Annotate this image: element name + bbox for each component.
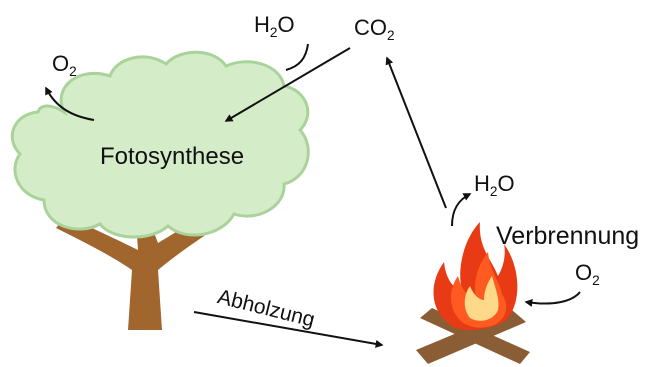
arrow-water-release-fire [451, 193, 472, 227]
photosynthesis-text: Fotosynthese [100, 143, 245, 170]
water-inflow-curve [285, 43, 309, 71]
tree-trunk [56, 206, 232, 330]
flame-inner [464, 276, 499, 321]
oxygen-label-tree: O2 [52, 51, 77, 79]
arrow-fire-to-co2 [385, 56, 447, 209]
tree-canopy [10, 50, 310, 239]
arrow-oxygen-release-tree [45, 86, 95, 121]
water-label-top: H2O [254, 12, 295, 40]
arrow-oxygen-to-fire [524, 291, 581, 307]
combustion-label: Verbrennung [496, 224, 639, 249]
campfire-icon [416, 222, 530, 364]
arrow-co2-to-tree [224, 47, 351, 122]
arrow-deforestation [193, 311, 384, 348]
oxygen-label-fire: O2 [575, 260, 600, 288]
photosynthesis-label: Fotosynthese [100, 145, 244, 169]
combustion-text: Verbrennung [496, 222, 640, 250]
tree-icon [10, 50, 310, 330]
water-label-fire: H2O [474, 171, 515, 199]
co2-label-top: CO2 [354, 15, 395, 43]
